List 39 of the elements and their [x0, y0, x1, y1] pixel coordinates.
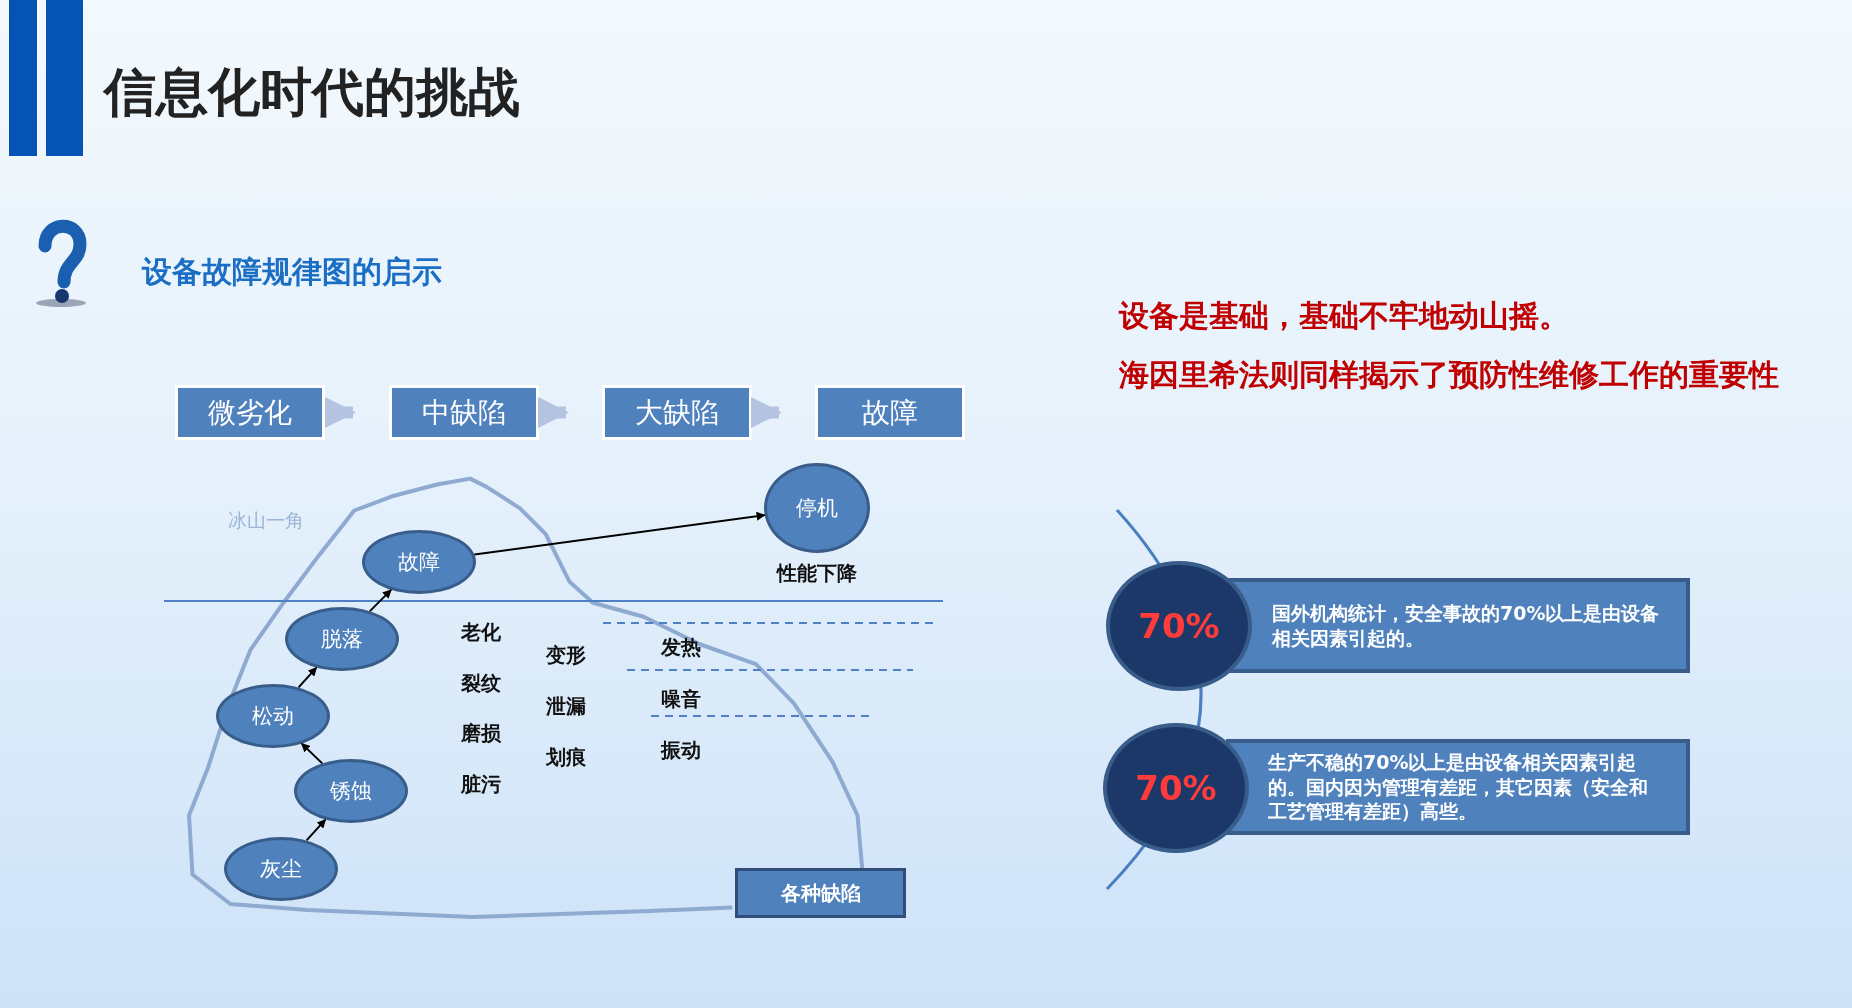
chevron-arrow	[750, 396, 783, 429]
defect-label: 泄漏	[546, 692, 586, 720]
node-caption: 性能下降	[777, 559, 857, 587]
arrow	[300, 742, 324, 765]
ellipse-node: 灰尘	[224, 837, 338, 901]
process-box: 微劣化	[175, 385, 325, 440]
statement-panel: 国外机构统计，安全事故的70%以上是由设备相关因素引起的。	[1228, 578, 1690, 673]
arrow	[297, 666, 318, 689]
defect-label: 划痕	[546, 743, 586, 771]
ellipse-node: 锈蚀	[294, 759, 408, 823]
slide-title: 信息化时代的挑战	[104, 61, 520, 124]
statement-panel: 生产不稳的70%以上是由设备相关因素引起的。国内因为管理有差距，其它因素（安全和工艺管理有差距）高些。	[1226, 739, 1690, 835]
iceberg-tip-label: 冰山一角	[228, 508, 304, 533]
defect-box: 各种缺陷	[735, 868, 906, 918]
defect-label: 裂纹	[461, 669, 501, 697]
arrow	[305, 818, 327, 842]
defect-label: 噪音	[661, 685, 701, 713]
process-box: 大缺陷	[602, 385, 752, 440]
defect-label: 变形	[546, 641, 586, 669]
percent-circle: 70%	[1106, 561, 1252, 691]
arrow	[473, 511, 766, 556]
process-box: 中缺陷	[389, 385, 539, 440]
percent-circle: 70%	[1103, 723, 1249, 853]
ellipse-node: 停机	[764, 463, 870, 553]
statement-text: 海因里希法则同样揭示了预防性维修工作的重要性	[1119, 356, 1779, 394]
defect-label: 脏污	[461, 770, 501, 798]
statement-text: 设备是基础，基础不牢地动山摇。	[1119, 297, 1569, 335]
defect-label: 老化	[461, 618, 501, 646]
defect-label: 磨损	[461, 719, 501, 747]
process-box: 故障	[815, 385, 965, 440]
ellipse-node: 脱落	[285, 607, 399, 671]
ellipse-node: 故障	[362, 530, 476, 594]
defect-label: 发热	[661, 633, 701, 661]
chevron-arrow	[324, 396, 357, 429]
subtitle: 设备故障规律图的启示	[142, 253, 442, 291]
chevron-arrow	[537, 396, 570, 429]
ellipse-node: 松动	[216, 684, 330, 748]
defect-label: 振动	[661, 736, 701, 764]
arrow	[368, 588, 393, 613]
